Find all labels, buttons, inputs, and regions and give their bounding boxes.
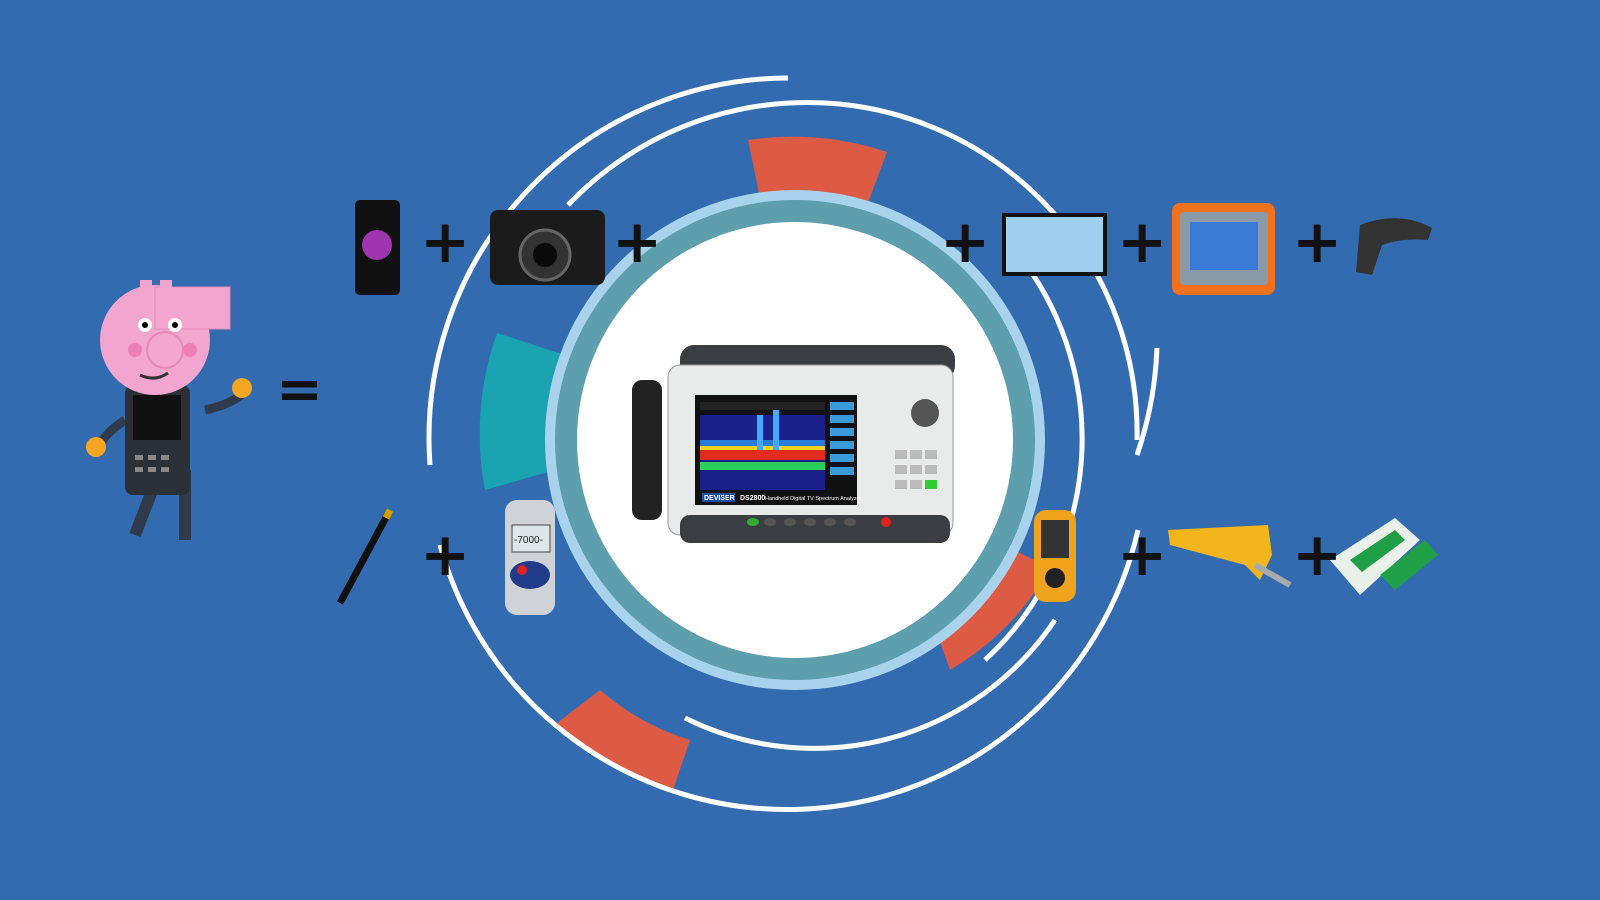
pig-character	[86, 280, 252, 540]
handheld-meter-image	[1034, 510, 1076, 602]
power-meter-reading: -7000-	[514, 535, 543, 546]
cable-tracer-image	[1168, 525, 1292, 588]
arc-bottom	[437, 529, 1141, 813]
camera-image	[490, 210, 605, 285]
red-wedge-bottom-right	[935, 548, 1050, 670]
arc-right	[1134, 347, 1160, 456]
dial-knob	[911, 399, 939, 427]
power-meter-image	[505, 500, 555, 615]
arc-inner-bottom	[683, 618, 1058, 751]
smartphone-image	[355, 200, 400, 295]
spectrum-analyzer-device	[632, 345, 955, 543]
description-label: Handheld Digital TV Spectrum Analyzer	[765, 496, 862, 502]
red-wedge-bottom-left	[557, 690, 690, 793]
arc-top-right	[566, 99, 1140, 441]
plus-sign: +	[1117, 207, 1168, 277]
brand-label: DEVISER	[704, 495, 735, 502]
tv-image	[1002, 213, 1107, 276]
red-wedge-top	[748, 136, 887, 208]
plus-sign: +	[420, 520, 471, 590]
arc-inner-right	[983, 271, 1085, 662]
arc-outer-top	[426, 75, 789, 466]
cable-tester-image	[1330, 518, 1438, 595]
tester-image	[1172, 203, 1275, 295]
plus-sign: +	[1117, 520, 1168, 590]
plus-sign: +	[1292, 207, 1343, 277]
plus-sign: +	[940, 207, 991, 277]
teal-wedge-left	[479, 333, 565, 490]
fiber-pen-image	[336, 508, 394, 605]
equals-sign: =	[276, 357, 323, 422]
accent-wedges	[479, 136, 1050, 793]
plus-sign: +	[1292, 520, 1343, 590]
plus-sign: +	[420, 207, 471, 277]
plus-sign: +	[612, 207, 663, 277]
barcode-scanner-image	[1356, 218, 1432, 275]
decorative-arcs	[426, 75, 1160, 813]
model-label: DS2800	[740, 495, 765, 502]
